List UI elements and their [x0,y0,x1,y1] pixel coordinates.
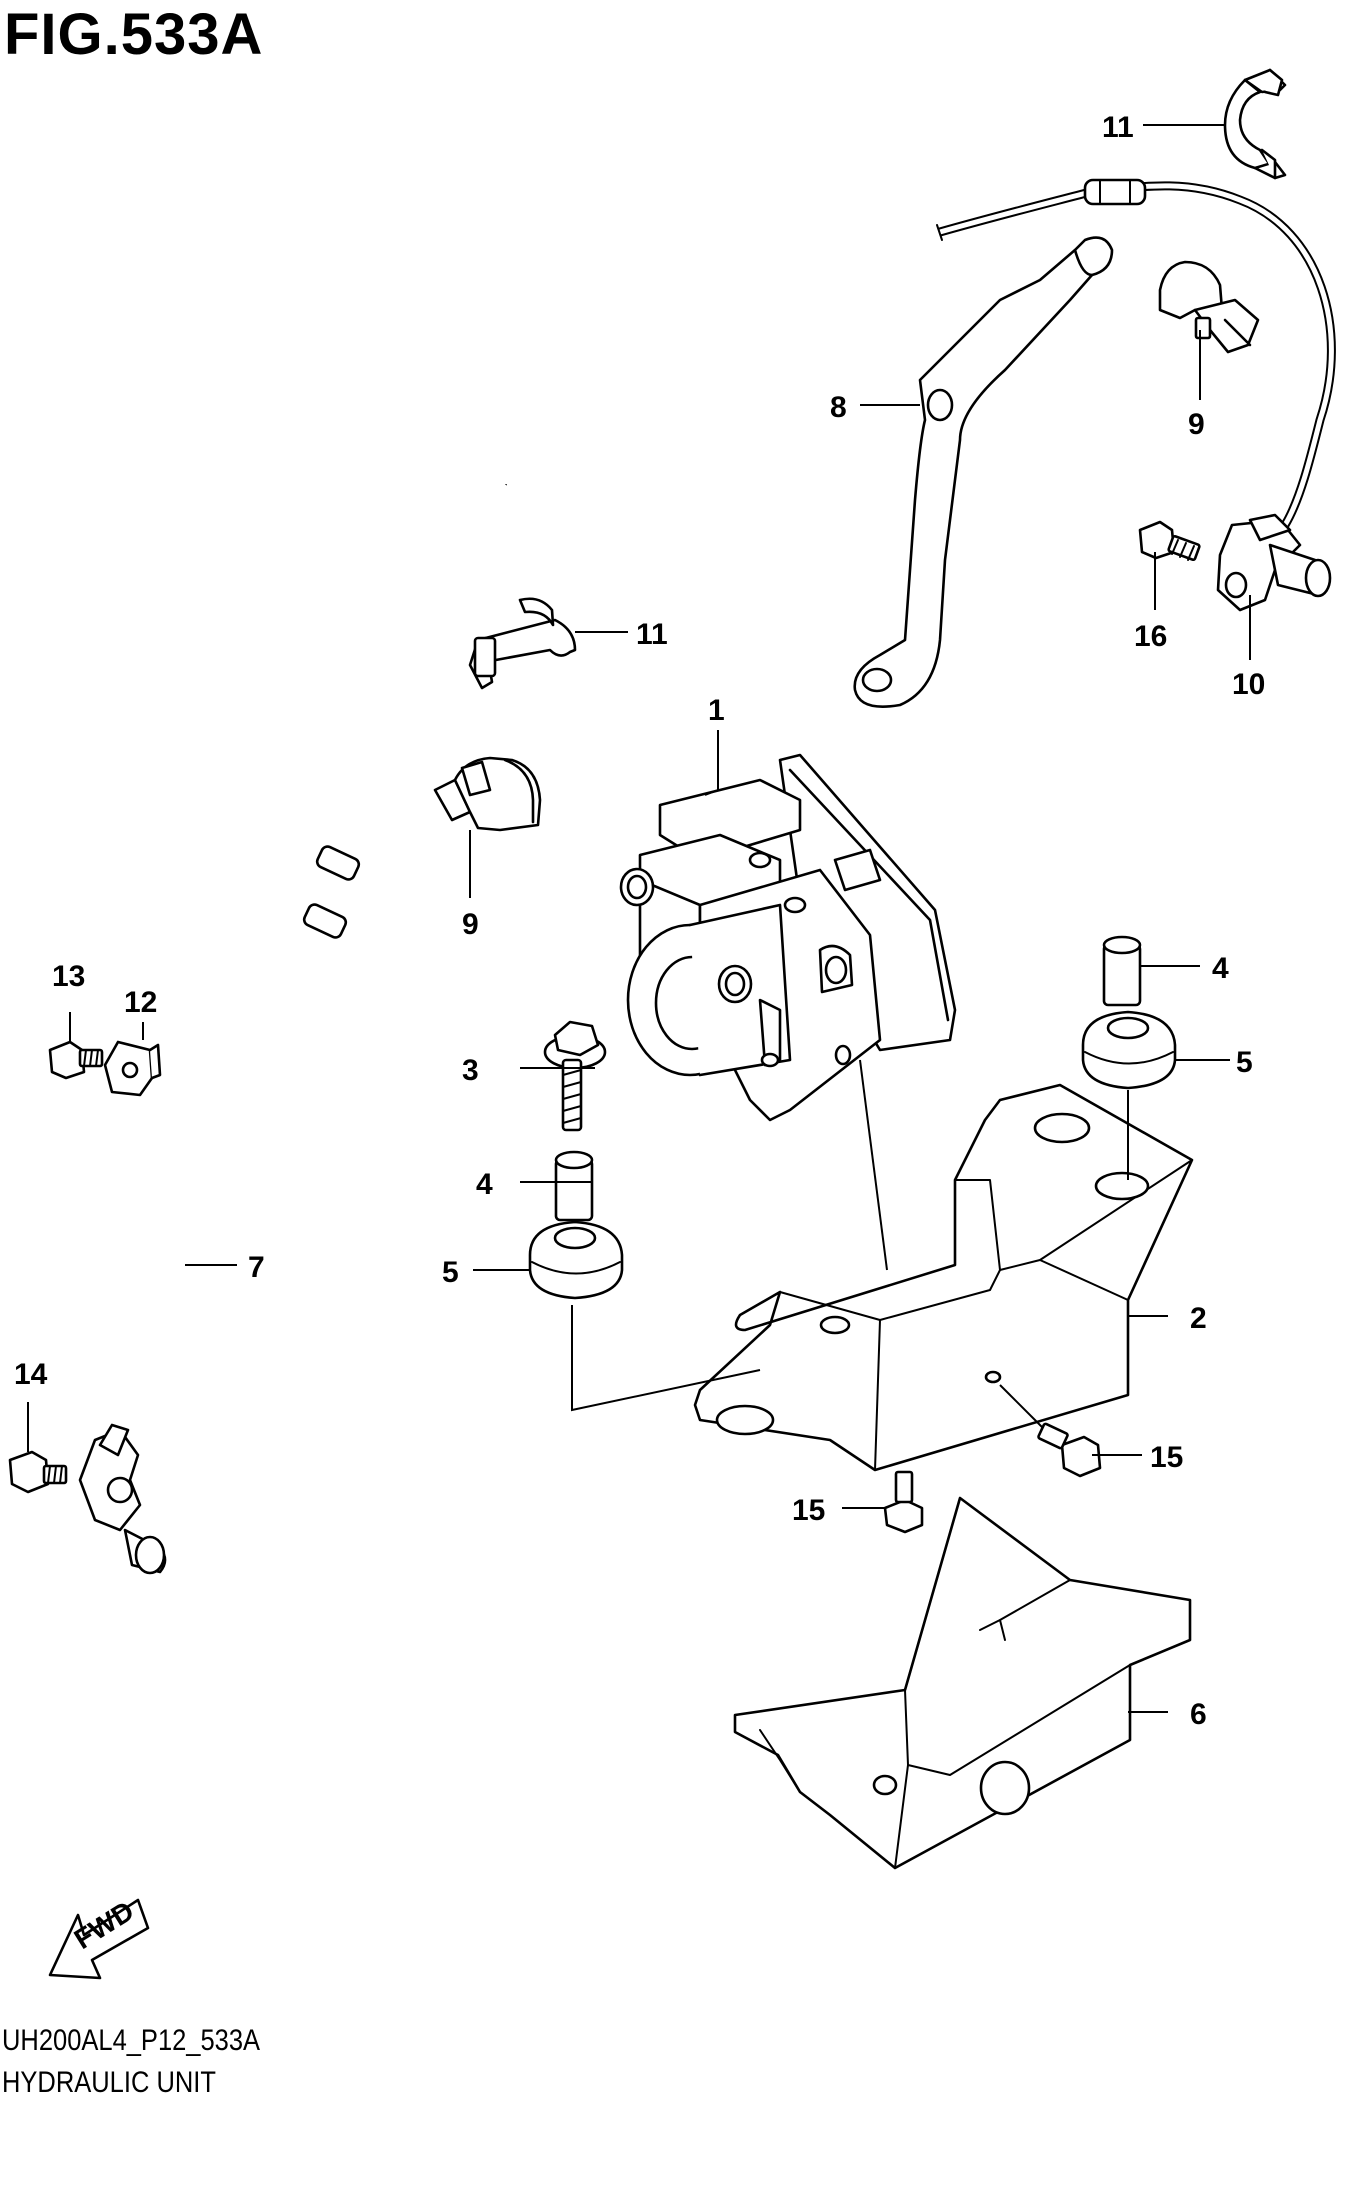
cushion-part-5-right [1081,1010,1177,1090]
callout-2: 2 [1190,1302,1207,1335]
callout-3: 3 [462,1054,479,1087]
bolt-part-14 [8,1450,68,1494]
fwd-arrow-icon: FWD [48,1895,150,1980]
callout-4-right: 4 [1212,952,1229,985]
callout-11-right: 11 [1102,111,1134,144]
callout-9-right: 9 [1188,408,1205,441]
callout-15-upper: 15 [1150,1441,1183,1474]
diagram-code: UH200AL4_P12_533A [2,2024,261,2057]
callout-7: 7 [248,1251,265,1284]
clamp-part-11-right [1223,68,1287,180]
diagram-name: HYDRAULIC UNIT [2,2066,216,2099]
callout-6: 6 [1190,1698,1207,1731]
figure-title: FIG.533A [4,2,264,67]
clamp-part-9-left [433,756,542,832]
callout-16: 16 [1134,620,1167,653]
callout-12: 12 [124,986,157,1019]
callout-9-left: 9 [462,908,479,941]
callout-13: 13 [52,960,85,993]
clip-part-12 [103,1040,162,1097]
clamp-part-9-right [1158,260,1260,354]
front-sensor-lead-part-7 [78,483,509,1575]
callout-14: 14 [14,1358,48,1391]
callout-10: 10 [1232,668,1265,701]
bolt-part-3 [543,1020,607,1132]
bolt-part-13 [48,1040,104,1080]
collar-part-4-right [1102,935,1142,1007]
callout-5-left: 5 [442,1256,459,1289]
callout-1: 1 [708,694,725,727]
callout-15-lower: 15 [792,1494,825,1527]
hu-bracket-part-2 [693,1083,1194,1472]
rear-sensor-part-10 [936,178,1336,612]
bolt-part-15-upper [1037,1422,1102,1478]
sensor-bracket-part-8 [853,236,1114,708]
hydraulic-unit-part-1 [619,753,957,1122]
callout-numbers: 1 2 3 4 4 5 5 6 7 8 9 9 10 11 11 12 13 1… [14,111,1265,1731]
callout-8: 8 [830,391,847,424]
bolt-part-16 [1138,520,1201,562]
callout-11-left: 11 [636,618,668,651]
collar-part-4-left [554,1150,594,1222]
cushion-part-5-left [528,1220,624,1300]
callout-5-right: 5 [1236,1046,1253,1079]
lower-bracket-part-6 [733,1496,1192,1870]
bolt-part-15-lower [883,1470,924,1534]
clamp-part-11-left [468,597,577,690]
assembly-lines [571,1059,1129,1428]
callout-4-left: 4 [476,1168,493,1201]
leader-lines [27,124,1251,1713]
